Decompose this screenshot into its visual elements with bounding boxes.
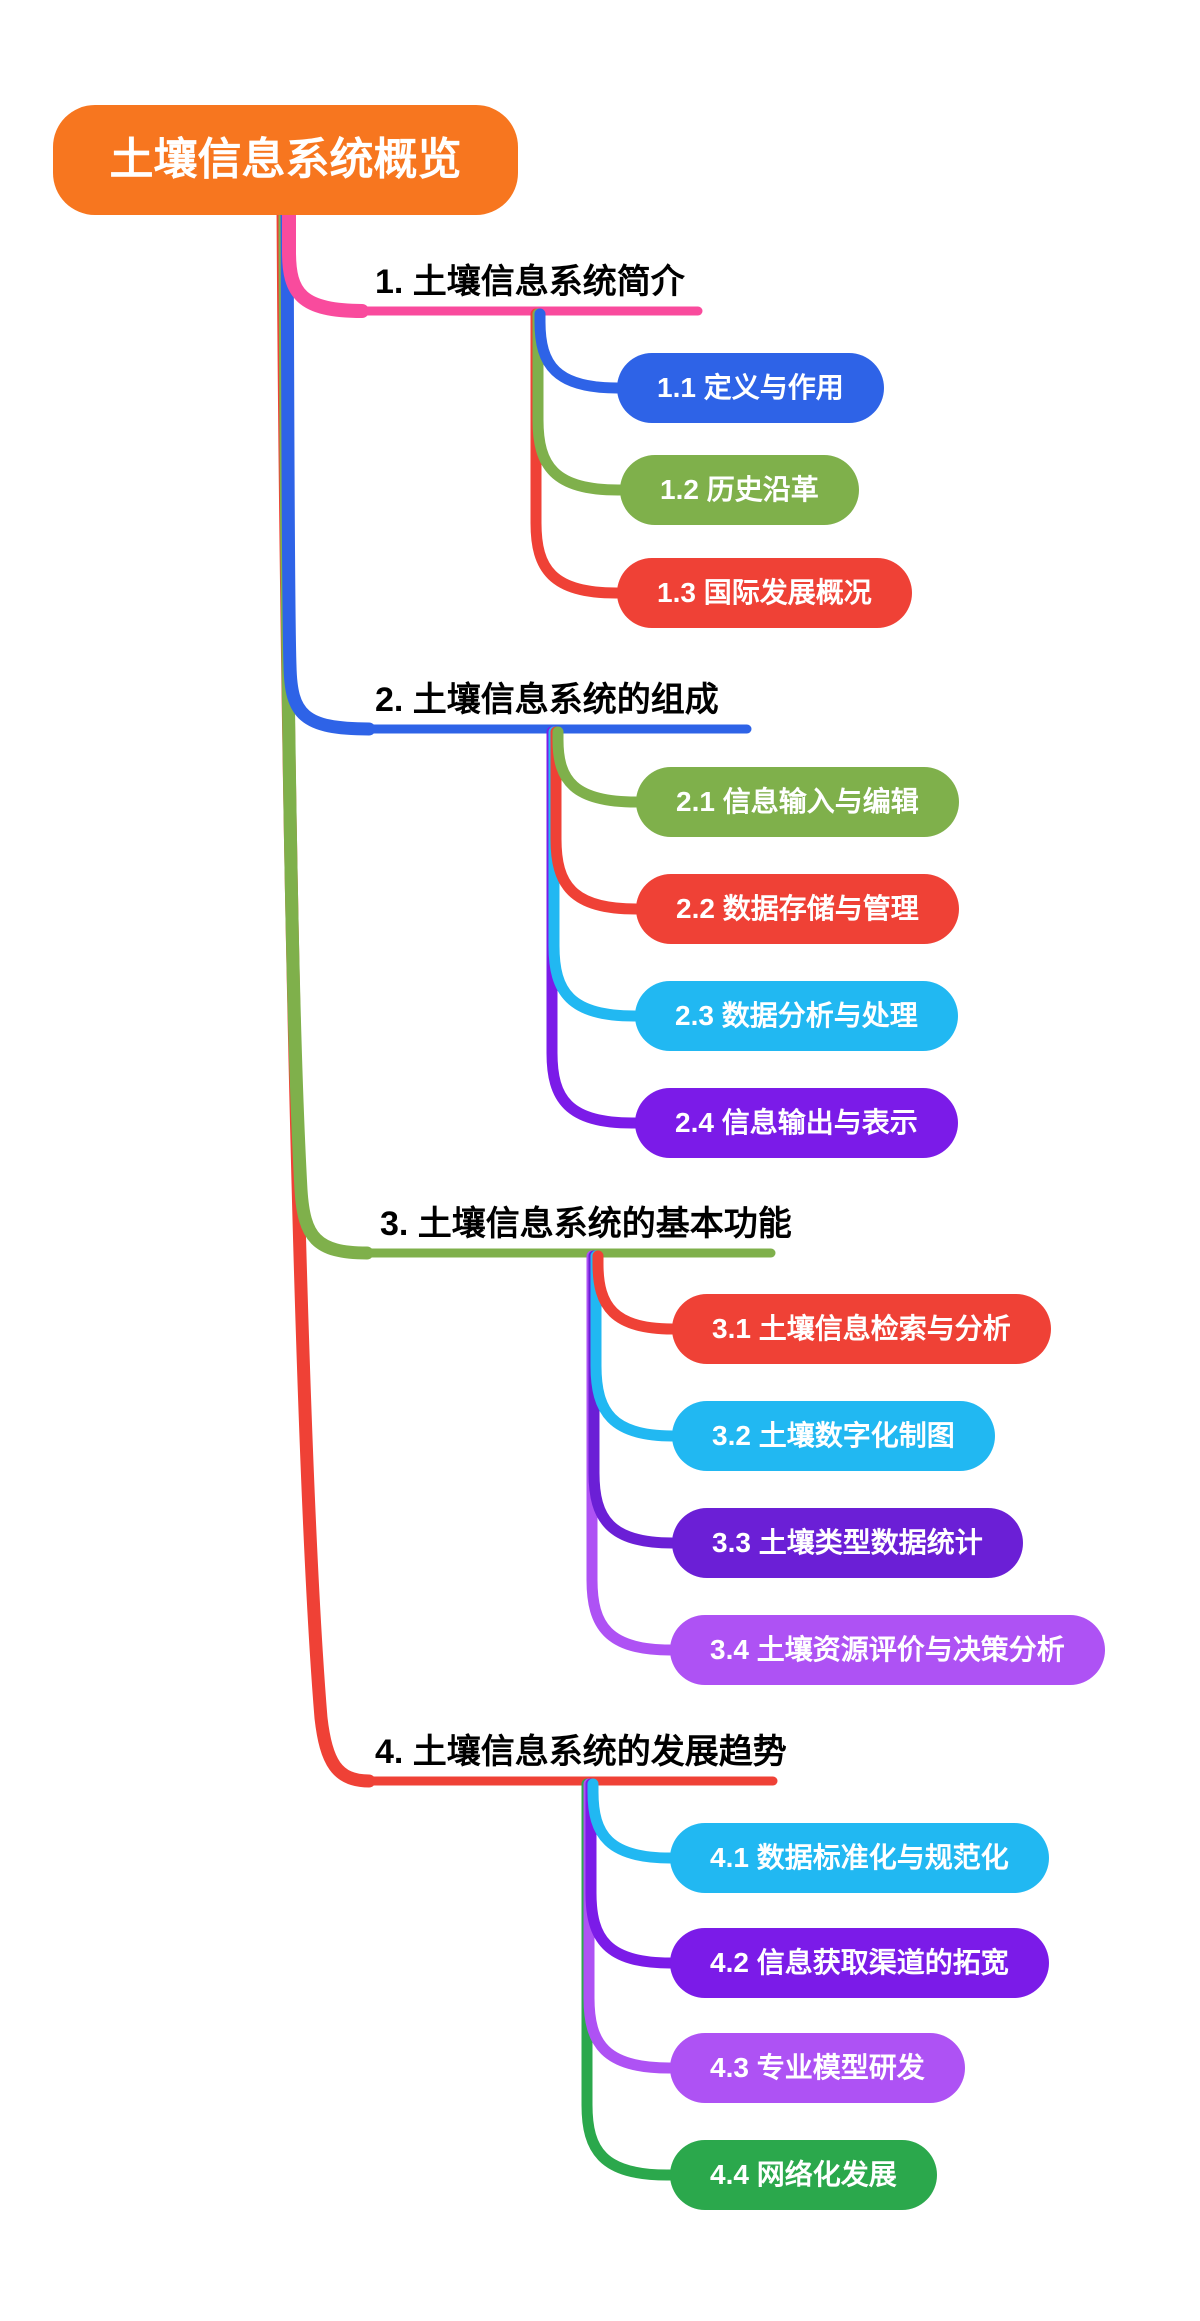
branch-3-label[interactable]: 3. 土壤信息系统的基本功能 (380, 1205, 792, 1243)
node-3-2[interactable]: 3.2 土壤数字化制图 (672, 1401, 995, 1471)
node-2-3[interactable]: 2.3 数据分析与处理 (635, 981, 958, 1051)
node-3-4[interactable]: 3.4 土壤资源评价与决策分析 (670, 1615, 1105, 1685)
node-2-1[interactable]: 2.1 信息输入与编辑 (636, 767, 959, 837)
node-1-3[interactable]: 1.3 国际发展概况 (617, 558, 912, 628)
node-4-1[interactable]: 4.1 数据标准化与规范化 (670, 1823, 1049, 1893)
node-1-2[interactable]: 1.2 历史沿革 (620, 455, 859, 525)
node-2-4[interactable]: 2.4 信息输出与表示 (635, 1088, 958, 1158)
branch-4-label[interactable]: 4. 土壤信息系统的发展趋势 (375, 1733, 787, 1771)
node-4-4[interactable]: 4.4 网络化发展 (670, 2140, 937, 2210)
node-2-2[interactable]: 2.2 数据存储与管理 (636, 874, 959, 944)
node-4-2[interactable]: 4.2 信息获取渠道的拓宽 (670, 1928, 1049, 1998)
root-node[interactable]: 土壤信息系统概览 (53, 105, 518, 215)
node-1-1[interactable]: 1.1 定义与作用 (617, 353, 884, 423)
node-4-3[interactable]: 4.3 专业模型研发 (670, 2033, 965, 2103)
node-3-1[interactable]: 3.1 土壤信息检索与分析 (672, 1294, 1051, 1364)
node-3-3[interactable]: 3.3 土壤类型数据统计 (672, 1508, 1023, 1578)
branch-1-label[interactable]: 1. 土壤信息系统简介 (375, 263, 685, 301)
branch-2-label[interactable]: 2. 土壤信息系统的组成 (375, 681, 719, 719)
